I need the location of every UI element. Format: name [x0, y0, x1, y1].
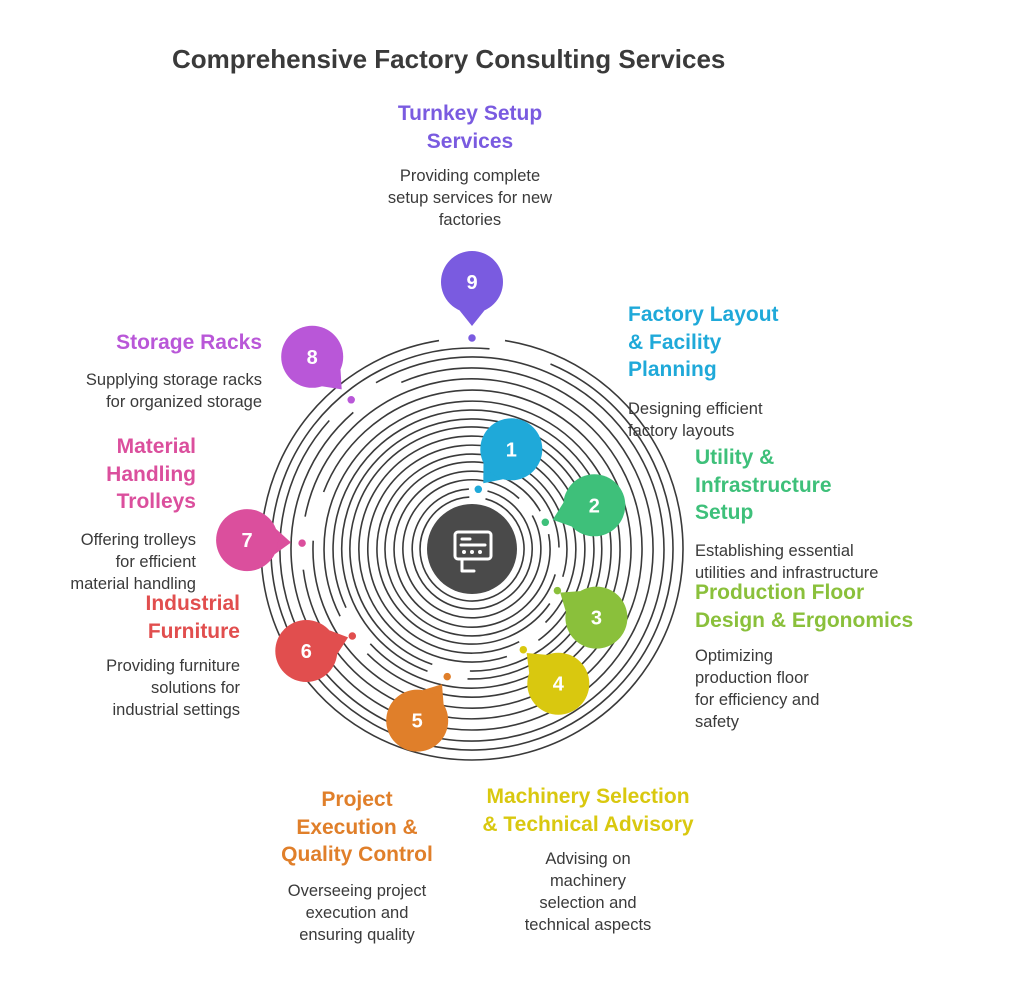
step-markers: 1 2 3 4 5 6 7 8 9 [216, 251, 628, 752]
item-8-title: Storage Racks [116, 331, 262, 354]
item-3-number: 3 [591, 608, 602, 630]
item-4-description: Advising on machinery selection and tech… [524, 850, 652, 934]
item-3-description: Optimizing production floor for efficien… [695, 647, 820, 731]
item-5-title: Project Execution & Quality Control [281, 788, 433, 866]
item-6-description: Providing furniture solutions for indust… [106, 657, 240, 719]
spiral-ring [260, 339, 684, 761]
spiral-ring [358, 435, 586, 663]
item-7-description: Offering trolleys for efficient material… [70, 531, 196, 593]
spiral-ring [376, 453, 568, 645]
item-8-dot [345, 394, 357, 406]
item-4-title: Machinery Selection & Technical Advisory [482, 785, 694, 836]
spiral-ring [279, 356, 665, 742]
item-6-title: Industrial Furniture [145, 592, 240, 643]
spiral-ring [393, 470, 551, 628]
item-8-description: Supplying storage racks for organized st… [85, 371, 262, 411]
item-2-marker: 2 [552, 474, 626, 537]
item-2-dot [540, 517, 551, 528]
item-7-number: 7 [242, 530, 253, 552]
connector-dots [296, 332, 563, 682]
item-3-dot [552, 585, 563, 596]
item-1-marker: 1 [480, 418, 543, 484]
spiral-ring [419, 496, 525, 602]
item-1-description: Designing efficient factory layouts [628, 400, 763, 440]
item-6-dot [347, 630, 358, 642]
spiral-ring [402, 479, 542, 619]
item-7-marker: 7 [216, 509, 291, 572]
item-7-title: Material Handling Trolleys [106, 435, 196, 513]
item-5-number: 5 [412, 711, 423, 733]
item-1-dot [473, 484, 484, 495]
item-4-number: 4 [553, 674, 565, 696]
spiral-ring [312, 389, 632, 709]
hub-circle [427, 504, 517, 594]
item-2-title: Utility & Infrastructure Setup [695, 446, 832, 524]
spiral-ring [332, 409, 612, 689]
item-9-number: 9 [466, 272, 477, 294]
item-2-number: 2 [589, 495, 600, 517]
item-6-marker: 6 [275, 620, 349, 682]
item-5-dot [441, 671, 453, 682]
spiral-ring [323, 400, 621, 698]
spiral-ring [367, 444, 577, 654]
item-4-dot [518, 644, 529, 655]
item-6-number: 6 [301, 641, 312, 663]
page-title: Comprehensive Factory Consulting Service… [172, 44, 726, 74]
spiral-ring [411, 488, 533, 610]
item-9-description: Providing complete setup services for ne… [387, 167, 553, 229]
item-8-marker: 8 [281, 325, 344, 390]
conveyor-machine-icon [453, 530, 493, 573]
item-3-marker: 3 [560, 586, 628, 649]
item-1-number: 1 [506, 439, 517, 461]
center-hub [427, 504, 517, 594]
item-4-marker: 4 [526, 652, 590, 715]
item-9-title: Turnkey Setup Services [397, 102, 543, 153]
item-5-marker: 5 [386, 684, 449, 752]
item-8-number: 8 [307, 347, 318, 369]
item-2-description: Establishing essential utilities and inf… [695, 542, 879, 582]
spiral-ring [302, 378, 643, 720]
item-9-marker: 9 [441, 251, 503, 326]
item-1-title: Factory Layout & Facility Planning [628, 303, 779, 381]
item-7-dot [296, 537, 308, 549]
item-9-dot [466, 332, 478, 344]
item-3-title: Production Floor Design & Ergonomics [695, 581, 914, 632]
item-5-description: Overseeing project execution and ensurin… [287, 882, 427, 944]
